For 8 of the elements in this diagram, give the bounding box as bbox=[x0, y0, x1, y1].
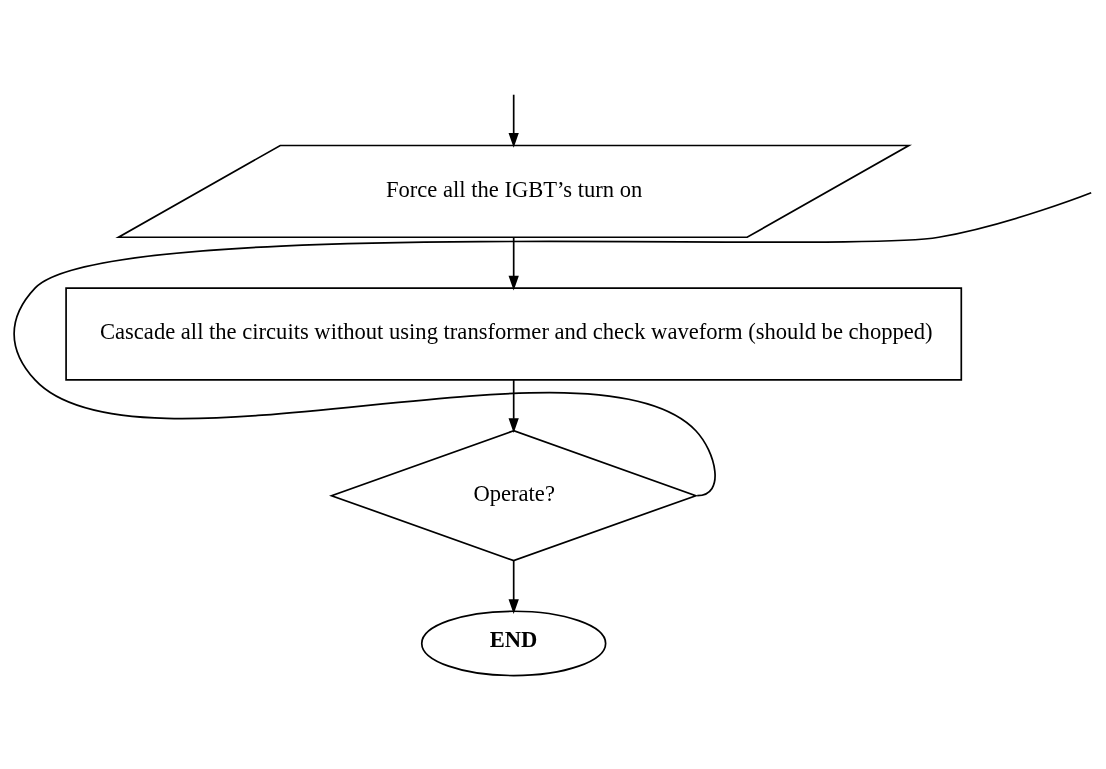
connector bbox=[13, 191, 1093, 497]
arrow bbox=[508, 93, 519, 148]
arrow bbox=[508, 559, 519, 614]
arrow bbox=[508, 236, 519, 291]
arrow bbox=[508, 379, 519, 433]
node-ellipse: END bbox=[420, 610, 607, 677]
node-diamond: Operate? bbox=[329, 429, 699, 562]
node-box: Cascade all the circuits without using transformer and check waveform (should be chopped) bbox=[65, 287, 963, 381]
